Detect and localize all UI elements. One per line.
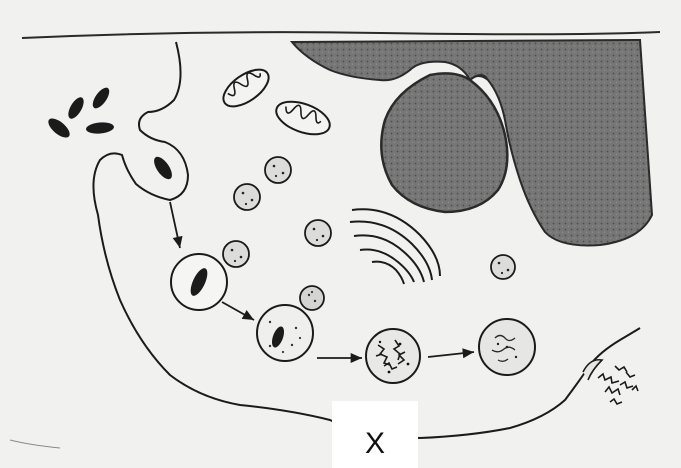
- phagosome: [170, 253, 228, 311]
- mitochondrion: [222, 68, 270, 108]
- nucleus: [289, 38, 654, 247]
- exocytosis-debris: [582, 358, 639, 405]
- arrow-ingestion: [169, 201, 183, 249]
- mitochondrion: [275, 100, 331, 136]
- residual-body: [478, 318, 536, 376]
- bacterium: [48, 118, 70, 138]
- lysosome: [222, 240, 250, 268]
- lysosome: [490, 254, 516, 280]
- arrow-residual: [427, 348, 475, 359]
- bacteria-group: [48, 87, 114, 138]
- top-border-line: [21, 31, 661, 39]
- golgi-apparatus: [349, 208, 441, 285]
- lysosome: [233, 183, 261, 211]
- cell-membrane: [92, 41, 641, 440]
- engulfing-bacterium: [154, 156, 172, 180]
- arrow-fusion: [221, 301, 255, 321]
- figure-label-box: X: [332, 401, 418, 468]
- bacterium: [68, 97, 84, 119]
- figure-label: X: [364, 426, 385, 460]
- lysosome: [304, 219, 332, 247]
- lysosome: [264, 156, 292, 184]
- lysosome-fusion: [256, 285, 325, 362]
- bacterium: [86, 122, 114, 134]
- digestion-vesicle: [365, 328, 421, 384]
- bacterium: [92, 87, 110, 109]
